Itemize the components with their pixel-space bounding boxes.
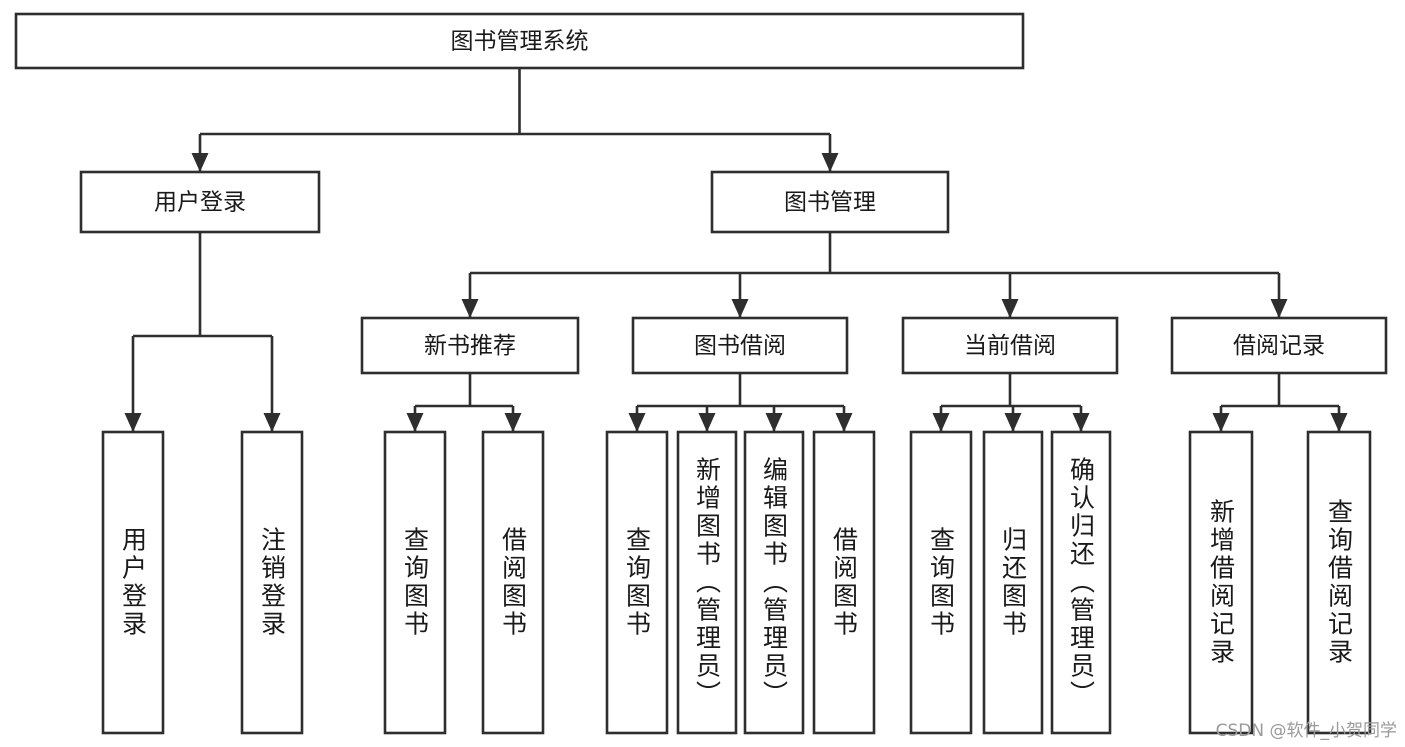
node-label-图书借阅: 图书借阅 [694, 333, 786, 359]
node-label-注销登录: 注销登录 [258, 527, 287, 639]
connectors-layer [124, 68, 1348, 432]
node-label-新增借阅记录: 新增借阅记录 [1207, 499, 1236, 667]
node-leaf-7[interactable]: 借阅图书 [812, 430, 876, 735]
node-box-l3-0[interactable] [360, 316, 580, 375]
node-label-查询图书: 查询图书 [927, 527, 956, 639]
node-l2-1[interactable]: 图书管理 [710, 170, 950, 234]
node-leaf-9[interactable]: 归还图书 [982, 430, 1044, 735]
node-leaf-6[interactable]: 编辑图书（管理员） [743, 430, 805, 735]
node-label-新书推荐: 新书推荐 [424, 333, 516, 359]
node-label-查询图书: 查询图书 [623, 527, 652, 639]
csdn-watermark: CSDN @软件_小贺同学 [1215, 721, 1397, 741]
node-label-查询图书: 查询图书 [401, 527, 430, 639]
book-mgmt-to-l3-arrow-1 [731, 299, 749, 318]
node-box-leaf-4[interactable] [605, 430, 669, 735]
node-box-leaf-10[interactable] [1050, 430, 1112, 735]
l3-1-to-leaves-arrow-0 [628, 413, 646, 432]
l3-1-to-leaves-arrow-1 [698, 413, 716, 432]
l3-2-to-leaves-arrow-0 [932, 413, 950, 432]
l3-3-to-leaves-arrow-0 [1212, 413, 1230, 432]
node-l2-0[interactable]: 用户登录 [79, 170, 321, 234]
node-box-leaf-6[interactable] [743, 430, 805, 735]
user-login-to-leaves-arrow-1 [263, 413, 281, 432]
node-box-leaf-7[interactable] [812, 430, 876, 735]
book-mgmt-to-l3-arrow-0 [461, 299, 479, 318]
node-l3-3[interactable]: 借阅记录 [1170, 316, 1388, 375]
node-label-查询借阅记录: 查询借阅记录 [1325, 499, 1354, 667]
node-box-leaf-8[interactable] [909, 430, 973, 735]
node-box-leaf-11[interactable] [1188, 430, 1254, 735]
node-leaf-12[interactable]: 查询借阅记录 [1306, 430, 1372, 735]
node-leaf-10[interactable]: 确认归还（管理员） [1050, 430, 1112, 735]
l3-1-to-leaves-arrow-3 [835, 413, 853, 432]
l3-2-to-leaves-arrow-2 [1072, 413, 1090, 432]
node-box-l3-1[interactable] [631, 316, 849, 375]
node-label-编辑图书管理员: 编辑图书（管理员） [760, 457, 789, 709]
node-leaf-3[interactable]: 借阅图书 [481, 430, 545, 735]
node-root-0[interactable]: 图书管理系统 [14, 12, 1025, 70]
node-box-leaf-12[interactable] [1306, 430, 1372, 735]
node-l3-0[interactable]: 新书推荐 [360, 316, 580, 375]
node-leaf-0[interactable]: 用户登录 [101, 430, 165, 735]
node-label-借阅图书: 借阅图书 [499, 527, 528, 639]
node-box-leaf-2[interactable] [383, 430, 447, 735]
root-to-l2-arrow-1 [821, 153, 839, 172]
node-box-l3-3[interactable] [1170, 316, 1388, 375]
l3-2-to-leaves-arrow-1 [1004, 413, 1022, 432]
node-leaf-4[interactable]: 查询图书 [605, 430, 669, 735]
l3-3-to-leaves-arrow-1 [1330, 413, 1348, 432]
node-label-图书管理系统: 图书管理系统 [451, 29, 589, 55]
node-leaf-1[interactable]: 注销登录 [240, 430, 304, 735]
node-box-l2-1[interactable] [710, 170, 950, 234]
node-box-leaf-1[interactable] [240, 430, 304, 735]
node-leaf-5[interactable]: 新增图书（管理员） [676, 430, 738, 735]
node-box-leaf-5[interactable] [676, 430, 738, 735]
node-leaf-8[interactable]: 查询图书 [909, 430, 973, 735]
l3-1-to-leaves-arrow-2 [765, 413, 783, 432]
node-box-l3-2[interactable] [901, 316, 1119, 375]
node-box-leaf-0[interactable] [101, 430, 165, 735]
node-label-用户登录: 用户登录 [119, 527, 148, 639]
node-leaf-2[interactable]: 查询图书 [383, 430, 447, 735]
node-label-图书管理: 图书管理 [784, 190, 876, 216]
node-label-借阅记录: 借阅记录 [1233, 333, 1325, 359]
book-mgmt-to-l3-arrow-2 [1001, 299, 1019, 318]
node-box-leaf-3[interactable] [481, 430, 545, 735]
node-box-root-0[interactable] [14, 12, 1025, 70]
l3-0-to-leaves-arrow-1 [504, 413, 522, 432]
nodes-layer: 图书管理系统用户登录图书管理新书推荐图书借阅当前借阅借阅记录用户登录注销登录查询… [14, 12, 1388, 735]
node-l3-2[interactable]: 当前借阅 [901, 316, 1119, 375]
node-box-leaf-9[interactable] [982, 430, 1044, 735]
user-login-to-leaves-arrow-0 [124, 413, 142, 432]
book-mgmt-to-l3-arrow-3 [1270, 299, 1288, 318]
node-label-归还图书: 归还图书 [999, 527, 1028, 639]
node-label-确认归还管理员: 确认归还（管理员） [1067, 457, 1096, 709]
node-label-用户登录: 用户登录 [154, 190, 246, 216]
node-leaf-11[interactable]: 新增借阅记录 [1188, 430, 1254, 735]
root-to-l2-arrow-0 [191, 153, 209, 172]
node-label-新增图书管理员: 新增图书（管理员） [693, 457, 722, 709]
node-label-借阅图书: 借阅图书 [830, 527, 859, 639]
node-l3-1[interactable]: 图书借阅 [631, 316, 849, 375]
node-label-当前借阅: 当前借阅 [964, 333, 1056, 359]
l3-0-to-leaves-arrow-0 [406, 413, 424, 432]
node-box-l2-0[interactable] [79, 170, 321, 234]
